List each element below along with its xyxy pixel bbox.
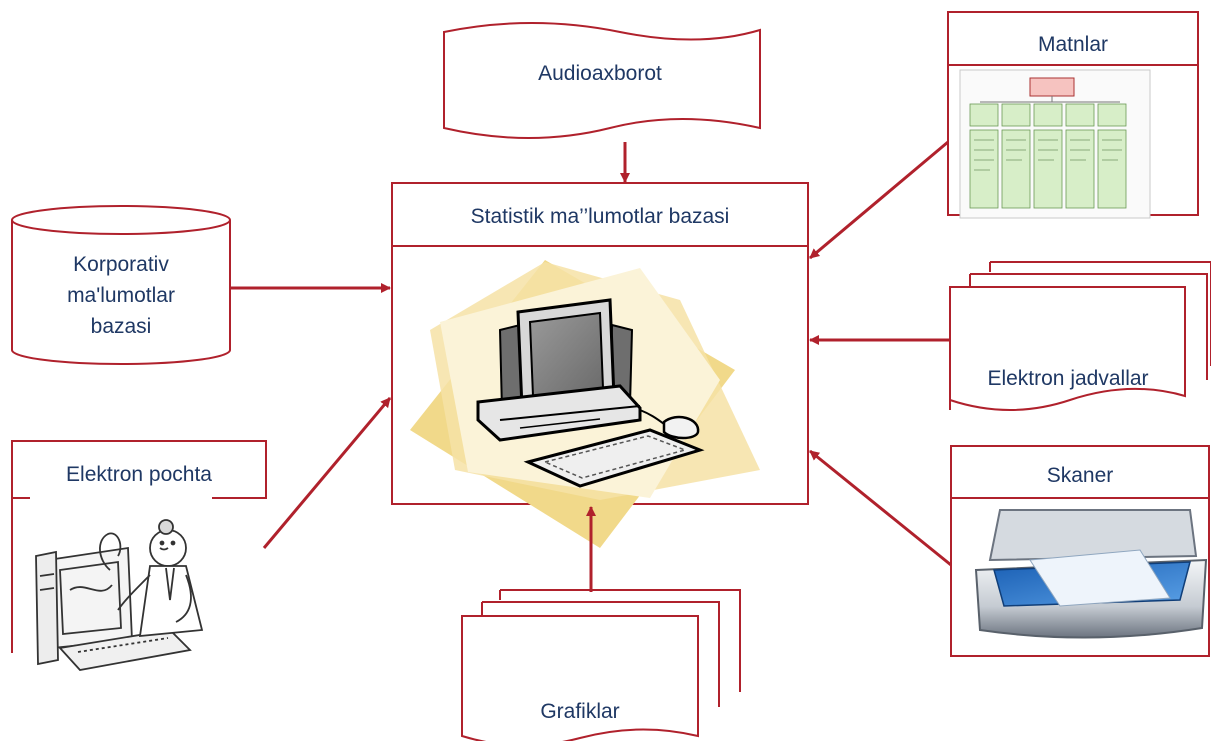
charts-source-node: Grafiklar bbox=[461, 589, 741, 741]
spreadsheets-source-node: Elektron jadvallar bbox=[949, 261, 1211, 411]
central-database-title: Statistik ma’’lumotlar bazasi bbox=[471, 205, 730, 228]
scanner-source-label: Skaner bbox=[1047, 464, 1114, 487]
corporate-db-label-line1: Korporativ bbox=[73, 253, 169, 276]
arrow-texts-to-db bbox=[809, 140, 949, 260]
technician-at-computer-icon bbox=[35, 508, 210, 676]
connector-arrows bbox=[230, 140, 952, 592]
audio-source-node: Audioaxborot bbox=[443, 22, 761, 139]
email-source-label: Elektron pochta bbox=[66, 463, 212, 486]
central-database-node: Statistik ma’’lumotlar bazasi bbox=[391, 182, 809, 548]
arrow-email-to-db bbox=[262, 397, 392, 549]
corporate-db-node: Korporativ ma'lumotlar bazasi bbox=[11, 205, 231, 365]
texts-source-node: Matnlar bbox=[947, 11, 1199, 219]
org-chart-document-icon bbox=[959, 69, 1151, 219]
charts-source-label: Grafiklar bbox=[540, 700, 619, 723]
corporate-db-label-line2: ma'lumotlar bbox=[67, 284, 175, 307]
corporate-db-label-line3: bazasi bbox=[91, 315, 152, 338]
texts-source-label: Matnlar bbox=[1038, 33, 1108, 56]
audio-source-label: Audioaxborot bbox=[538, 62, 662, 85]
spreadsheets-source-label: Elektron jadvallar bbox=[987, 367, 1148, 390]
arrow-scanner-to-db bbox=[809, 449, 952, 567]
flatbed-scanner-icon bbox=[974, 509, 1208, 639]
computer-clipart-icon bbox=[410, 260, 760, 548]
email-source-node: Elektron pochta bbox=[11, 440, 267, 676]
scanner-source-node: Skaner bbox=[950, 445, 1210, 657]
